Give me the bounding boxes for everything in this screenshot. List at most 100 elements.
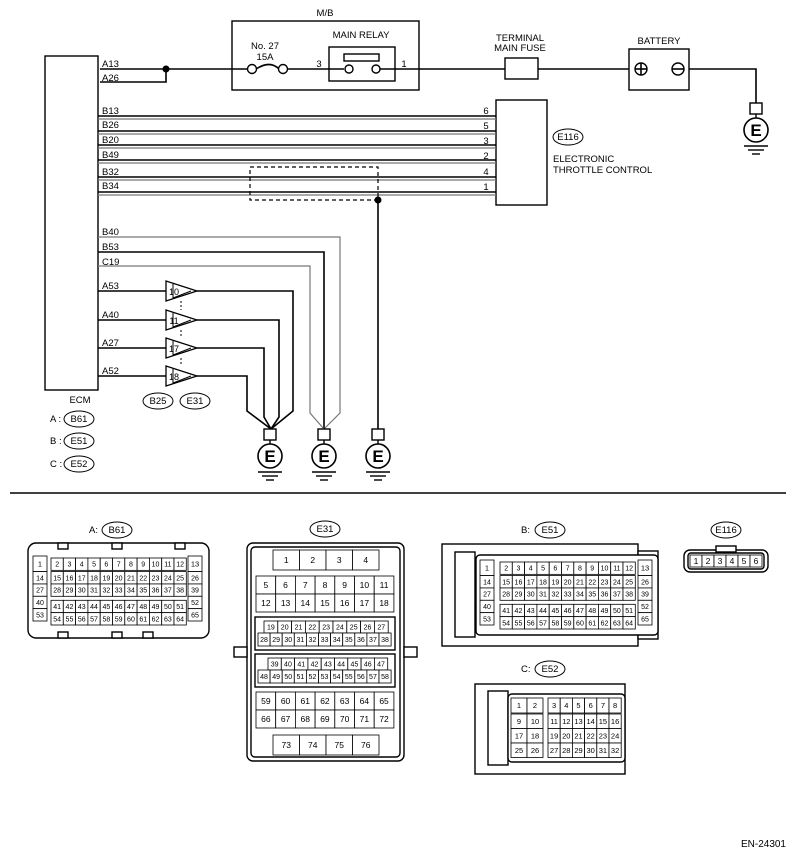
terminal-label: 48 xyxy=(139,604,147,611)
terminal-label: 18 xyxy=(539,579,547,586)
ground-letter: E xyxy=(264,447,275,466)
terminal-label: 25 xyxy=(176,575,184,582)
terminal-label: 20 xyxy=(115,575,123,582)
ecm-pin: A40 xyxy=(102,310,119,321)
terminal-label: 62 xyxy=(152,616,160,623)
terminal-label: 10 xyxy=(360,580,370,590)
terminal-label: 64 xyxy=(360,696,370,706)
joint-number: 17 xyxy=(169,344,179,354)
terminal-label: 15 xyxy=(502,579,510,586)
terminal-label: 12 xyxy=(261,598,271,608)
terminal xyxy=(378,669,392,684)
legend-code: E51 xyxy=(71,436,88,447)
terminal-label: 56 xyxy=(357,674,365,681)
fuse-amperage: 15A xyxy=(257,52,275,63)
terminal-label: 73 xyxy=(282,740,292,750)
terminal xyxy=(622,587,636,601)
e51-title-prefix: B: xyxy=(521,525,530,536)
terminal-label: 75 xyxy=(335,740,345,750)
terminal-label: 42 xyxy=(66,604,74,611)
terminal-label: 2 xyxy=(55,562,59,569)
e31-code: E31 xyxy=(187,396,204,407)
terminal-label: 36 xyxy=(152,588,160,595)
terminal-label: 36 xyxy=(601,592,609,599)
terminal-label: 28 xyxy=(260,637,268,644)
terminal xyxy=(622,616,636,630)
terminal-label: 8 xyxy=(323,580,328,590)
e52-title-prefix: C: xyxy=(521,664,531,675)
terminal-label: 25 xyxy=(515,746,523,755)
throttle-pin: 6 xyxy=(483,106,488,117)
terminal-label: 67 xyxy=(281,714,291,724)
terminal-label: 24 xyxy=(164,575,172,582)
terminal-label: 4 xyxy=(730,556,735,566)
terminal-label: 8 xyxy=(613,701,617,710)
ecm-pin: B32 xyxy=(102,167,119,178)
terminal-label: 34 xyxy=(333,637,341,644)
terminal-label: 4 xyxy=(80,562,84,569)
terminal-label: 2 xyxy=(533,701,537,710)
terminal-label: 52 xyxy=(641,604,649,611)
relay-contact-icon xyxy=(344,64,354,74)
terminal-label: 61 xyxy=(588,620,596,627)
terminal-label: 63 xyxy=(340,696,350,706)
fuse-terminal-icon xyxy=(246,63,258,75)
terminal-label: 6 xyxy=(553,566,557,573)
terminal-label: 41 xyxy=(53,604,61,611)
terminal-label: 27 xyxy=(36,588,44,595)
terminal-label: 15 xyxy=(599,717,607,726)
terminal-label: 57 xyxy=(369,674,377,681)
terminal-label: 62 xyxy=(601,620,609,627)
b61-title-code: B61 xyxy=(109,525,126,536)
terminal xyxy=(608,742,622,758)
terminal-label: 39 xyxy=(191,588,199,595)
throttle-pin: 4 xyxy=(483,167,488,178)
terminal-label: 9 xyxy=(141,562,145,569)
terminal-label: 34 xyxy=(576,592,584,599)
terminal xyxy=(173,583,187,597)
terminal-label: 41 xyxy=(502,608,510,615)
terminal-label: 29 xyxy=(574,746,582,755)
terminal-label: 19 xyxy=(551,579,559,586)
terminal-label: 5 xyxy=(92,562,96,569)
ecm-pin: B20 xyxy=(102,135,119,146)
fuse-icon xyxy=(255,63,280,70)
ecm-pin: C19 xyxy=(102,257,119,268)
terminal-label: 46 xyxy=(564,608,572,615)
terminal-label: 29 xyxy=(66,588,74,595)
ecm-pin: B49 xyxy=(102,150,119,161)
terminal-label: 18 xyxy=(531,731,539,740)
terminal-label: 60 xyxy=(281,696,291,706)
terminal-label: 45 xyxy=(551,608,559,615)
terminal-label: 65 xyxy=(379,696,389,706)
terminal xyxy=(526,742,544,758)
terminal-label: 19 xyxy=(267,625,275,632)
terminal-label: 64 xyxy=(176,616,184,623)
terminal-label: 11 xyxy=(164,562,171,569)
terminal-label: 11 xyxy=(613,566,620,573)
terminal-label: 10 xyxy=(531,717,539,726)
terminal-label: 49 xyxy=(152,604,160,611)
terminal-label: 18 xyxy=(90,575,98,582)
terminal-label: 9 xyxy=(342,580,347,590)
terminal xyxy=(637,612,653,626)
terminal-label: 71 xyxy=(360,714,370,724)
terminal-label: 35 xyxy=(588,592,596,599)
terminal-label: 36 xyxy=(357,637,365,644)
terminal-label: 7 xyxy=(303,580,308,590)
ground-letter: E xyxy=(318,447,329,466)
terminal-label: 59 xyxy=(115,616,123,623)
ground-icon xyxy=(257,443,283,469)
terminal-label: 14 xyxy=(483,579,491,586)
terminal-label: 5 xyxy=(576,701,580,710)
ecm-pin: A53 xyxy=(102,281,119,292)
e31-badge xyxy=(179,392,211,410)
ecm-label: ECM xyxy=(69,395,90,406)
ground-icon xyxy=(743,117,769,143)
joint-number: 11 xyxy=(169,316,178,326)
terminal-label: 14 xyxy=(36,575,44,582)
